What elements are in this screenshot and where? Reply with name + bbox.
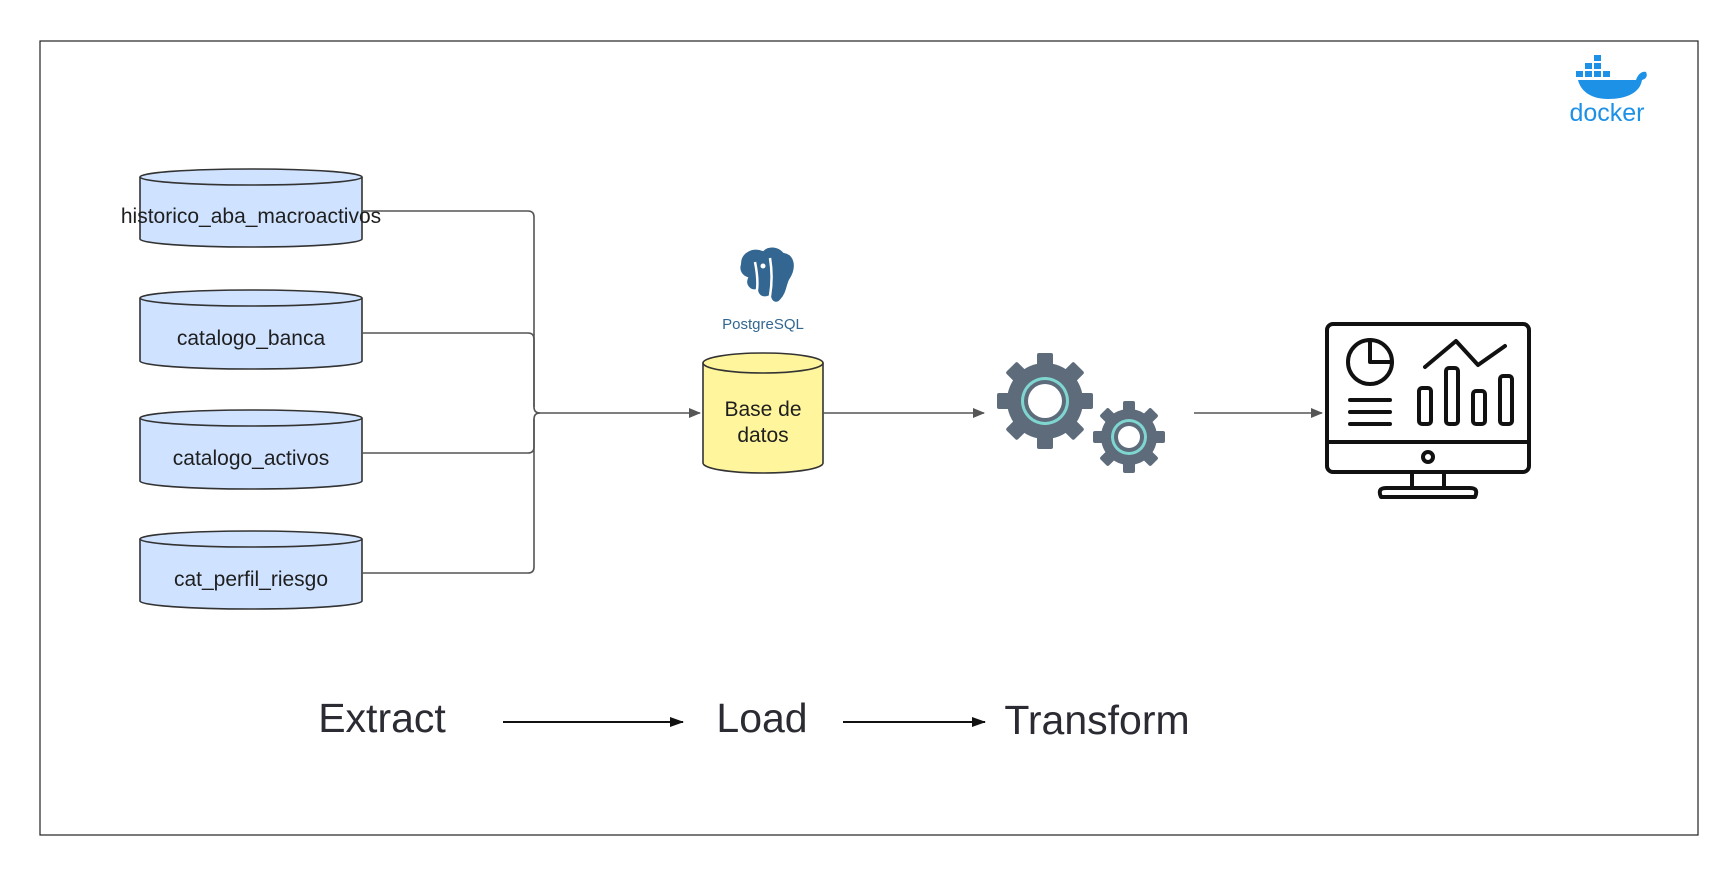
database-label-line1: Base de [724, 398, 801, 421]
database-cylinder: Base de datos [702, 352, 824, 474]
source-table-3: catalogo_activos [139, 409, 363, 490]
source-label: historico_aba_macroactivos [121, 205, 381, 228]
stage-transform-label: Transform [1004, 697, 1189, 743]
stage-extract-label: Extract [318, 695, 446, 741]
source-label: catalogo_banca [177, 327, 326, 350]
docker-whale-icon: docker [1569, 55, 1647, 127]
source-label: catalogo_activos [173, 447, 329, 470]
source-label: cat_perfil_riesgo [174, 568, 328, 591]
postgresql-logo-text: PostgreSQL [722, 316, 804, 333]
gears-icon [997, 353, 1165, 473]
source-table-1: historico_aba_macroactivos [121, 168, 381, 248]
dashboard-monitor-icon [1325, 322, 1531, 499]
stage-load-label: Load [716, 695, 807, 741]
source-connectors [362, 210, 701, 574]
postgresql-elephant-icon: PostgreSQL [722, 245, 804, 334]
source-table-2: catalogo_banca [139, 289, 363, 370]
source-table-4: cat_perfil_riesgo [139, 530, 363, 610]
docker-logo-text: docker [1569, 99, 1644, 127]
database-label-line2: datos [737, 424, 788, 447]
